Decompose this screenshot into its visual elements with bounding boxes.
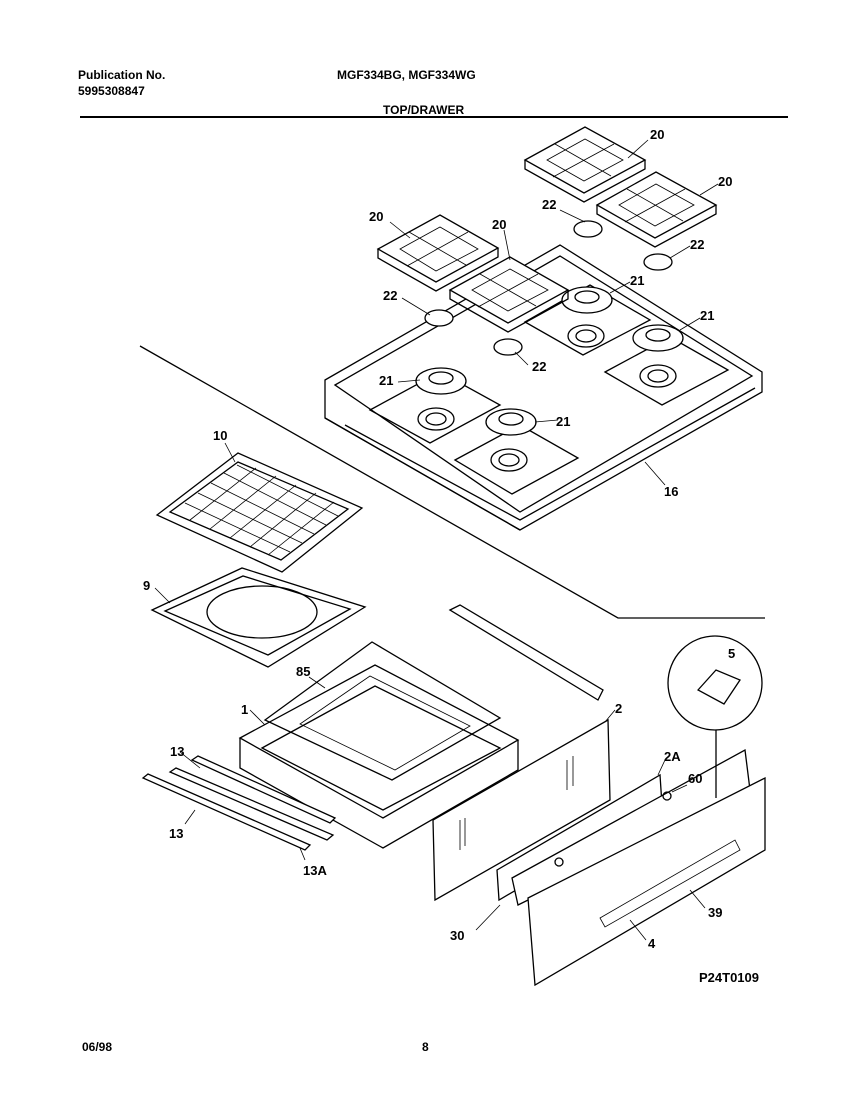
callout-1: 1	[241, 702, 248, 717]
callout-21: 21	[630, 273, 644, 288]
callout-30: 30	[450, 928, 464, 943]
drawer-1	[238, 641, 520, 849]
burner-grates-20	[376, 126, 718, 333]
callout-39: 39	[708, 905, 722, 920]
callout-10: 10	[213, 428, 227, 443]
callout-21: 21	[556, 414, 570, 429]
publication-label: Publication No.	[78, 68, 166, 82]
callout-60: 60	[688, 771, 702, 786]
knob-detail-5	[667, 635, 763, 798]
callout-21: 21	[379, 373, 393, 388]
callout-5: 5	[728, 646, 735, 661]
drawer-rail	[448, 604, 604, 701]
diagram-code: P24T0109	[699, 970, 759, 985]
publication-number: 5995308847	[78, 84, 145, 98]
callout-22: 22	[383, 288, 397, 303]
callout-2A: 2A	[664, 749, 681, 764]
drawer-glides-13	[141, 755, 337, 851]
leader-lines	[154, 139, 719, 941]
callout-13: 13	[170, 744, 184, 759]
callout-85: 85	[296, 664, 310, 679]
callout-20: 20	[369, 209, 383, 224]
broiler-grid-10	[155, 452, 364, 573]
separator-line	[139, 345, 765, 619]
callout-2: 2	[615, 701, 622, 716]
callout-13A: 13A	[303, 863, 327, 878]
header-rule	[80, 116, 788, 118]
callout-22: 22	[542, 197, 556, 212]
drawer-front-assembly	[496, 748, 766, 987]
model-numbers: MGF334BG, MGF334WG	[337, 68, 476, 82]
callout-16: 16	[664, 484, 678, 499]
callout-22: 22	[532, 359, 546, 374]
callout-21: 21	[700, 308, 714, 323]
callout-20: 20	[492, 217, 506, 232]
burner-rings-21	[415, 286, 684, 436]
callout-20: 20	[650, 127, 664, 142]
burner-caps-22	[424, 220, 673, 356]
drawer-panel-2	[432, 718, 611, 902]
page-number: 8	[422, 1040, 429, 1054]
callout-13: 13	[169, 826, 183, 841]
section-title: TOP/DRAWER	[383, 103, 465, 117]
callout-4: 4	[648, 936, 656, 951]
broiler-pan-9	[150, 567, 367, 668]
callout-9: 9	[143, 578, 150, 593]
callout-20: 20	[718, 174, 732, 189]
footer-date: 06/98	[82, 1040, 113, 1054]
callout-22: 22	[690, 237, 704, 252]
